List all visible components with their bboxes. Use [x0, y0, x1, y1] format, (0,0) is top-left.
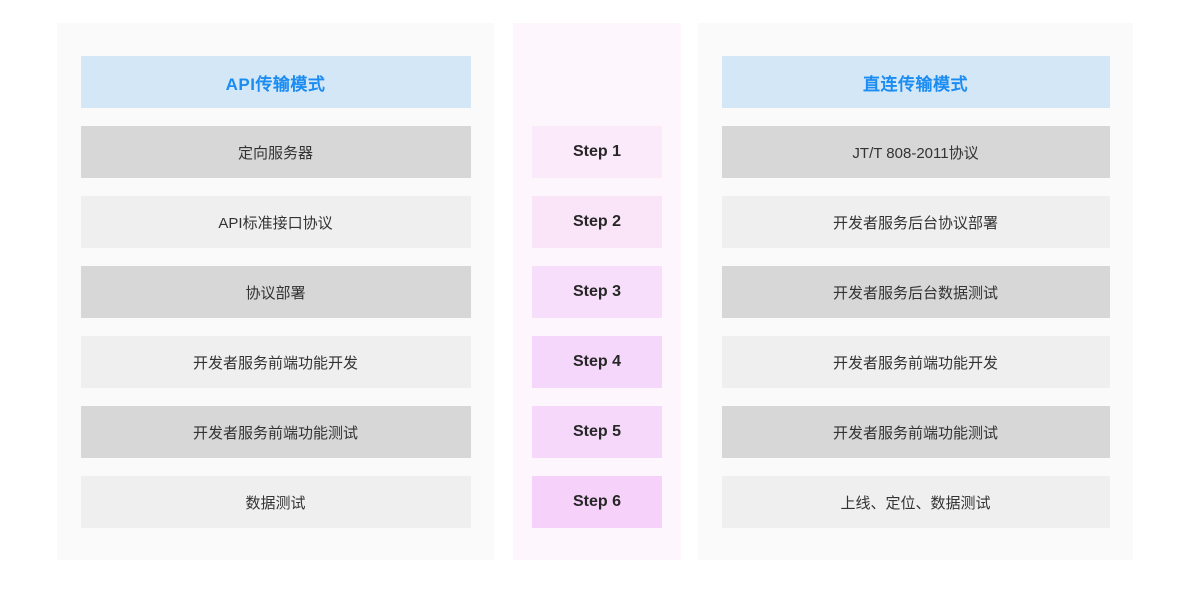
step-item: Step 3 [532, 266, 662, 318]
table-row: 开发者服务前端功能开发 [721, 336, 1110, 388]
table-row: 开发者服务后台数据测试 [721, 266, 1110, 318]
table-row: 开发者服务后台协议部署 [721, 196, 1110, 248]
step-list: Step 1 Step 2 Step 3 Step 4 Step 5 Step … [513, 126, 681, 546]
table-row: 上线、定位、数据测试 [721, 476, 1110, 528]
panel-header-direct-mode: 直连传输模式 [721, 56, 1110, 108]
table-row: JT/T 808-2011协议 [721, 126, 1110, 178]
row-list-api-mode: 定向服务器 API标准接口协议 协议部署 开发者服务前端功能开发 开发者服务前端… [57, 126, 494, 546]
table-row: API标准接口协议 [80, 196, 471, 248]
panel-header-api-mode: API传输模式 [80, 56, 471, 108]
panel-direct-mode: 直连传输模式 JT/T 808-2011协议 开发者服务后台协议部署 开发者服务… [698, 23, 1133, 560]
step-item: Step 4 [532, 336, 662, 388]
panel-api-mode: API传输模式 定向服务器 API标准接口协议 协议部署 开发者服务前端功能开发… [57, 23, 494, 560]
row-list-direct-mode: JT/T 808-2011协议 开发者服务后台协议部署 开发者服务后台数据测试 … [698, 126, 1133, 546]
table-row: 协议部署 [80, 266, 471, 318]
table-row: 开发者服务前端功能测试 [721, 406, 1110, 458]
panel-steps: Step 1 Step 2 Step 3 Step 4 Step 5 Step … [513, 23, 681, 560]
table-row: 开发者服务前端功能开发 [80, 336, 471, 388]
table-row: 数据测试 [80, 476, 471, 528]
step-item: Step 6 [532, 476, 662, 528]
step-item: Step 5 [532, 406, 662, 458]
step-item: Step 1 [532, 126, 662, 178]
table-row: 定向服务器 [80, 126, 471, 178]
table-row: 开发者服务前端功能测试 [80, 406, 471, 458]
step-item: Step 2 [532, 196, 662, 248]
